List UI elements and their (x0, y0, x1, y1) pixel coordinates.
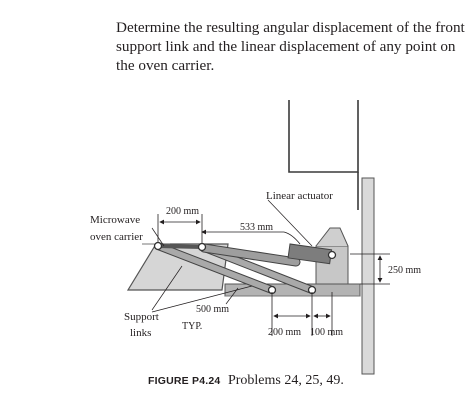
label-oven-carrier: oven carrier (90, 231, 143, 243)
label-microwave: Microwave (90, 214, 140, 226)
label-links: links (130, 327, 151, 339)
wall-panel (361, 177, 375, 375)
problem-refs: Problems 24, 25, 49. (227, 373, 344, 388)
typ-label: TYP. (182, 321, 202, 332)
leader-lines (151, 199, 313, 313)
support-link-front (154, 242, 276, 294)
dim-533: 533 mm (240, 222, 273, 233)
dim-200-top: 200 mm (166, 206, 199, 217)
dimension-lines (157, 214, 390, 336)
upper-link (157, 244, 203, 249)
cabinet-wall (288, 100, 359, 210)
linear-actuator (199, 243, 333, 267)
dim-100: 100 mm (310, 327, 343, 338)
dim-200-bottom: 200 mm (268, 327, 301, 338)
figure-caption: FIGURE P4.24 Problems 24, 25, 49. (148, 373, 344, 389)
label-linear-actuator: Linear actuator (266, 190, 333, 202)
problem-statement: Determine the resulting angular displace… (116, 19, 465, 74)
dim-500: 500 mm (196, 304, 229, 315)
dim-250: 250 mm (388, 265, 421, 276)
pivot-pins (153, 241, 337, 295)
figure-id: FIGURE P4.24 (148, 375, 221, 387)
label-support: Support (124, 311, 159, 323)
